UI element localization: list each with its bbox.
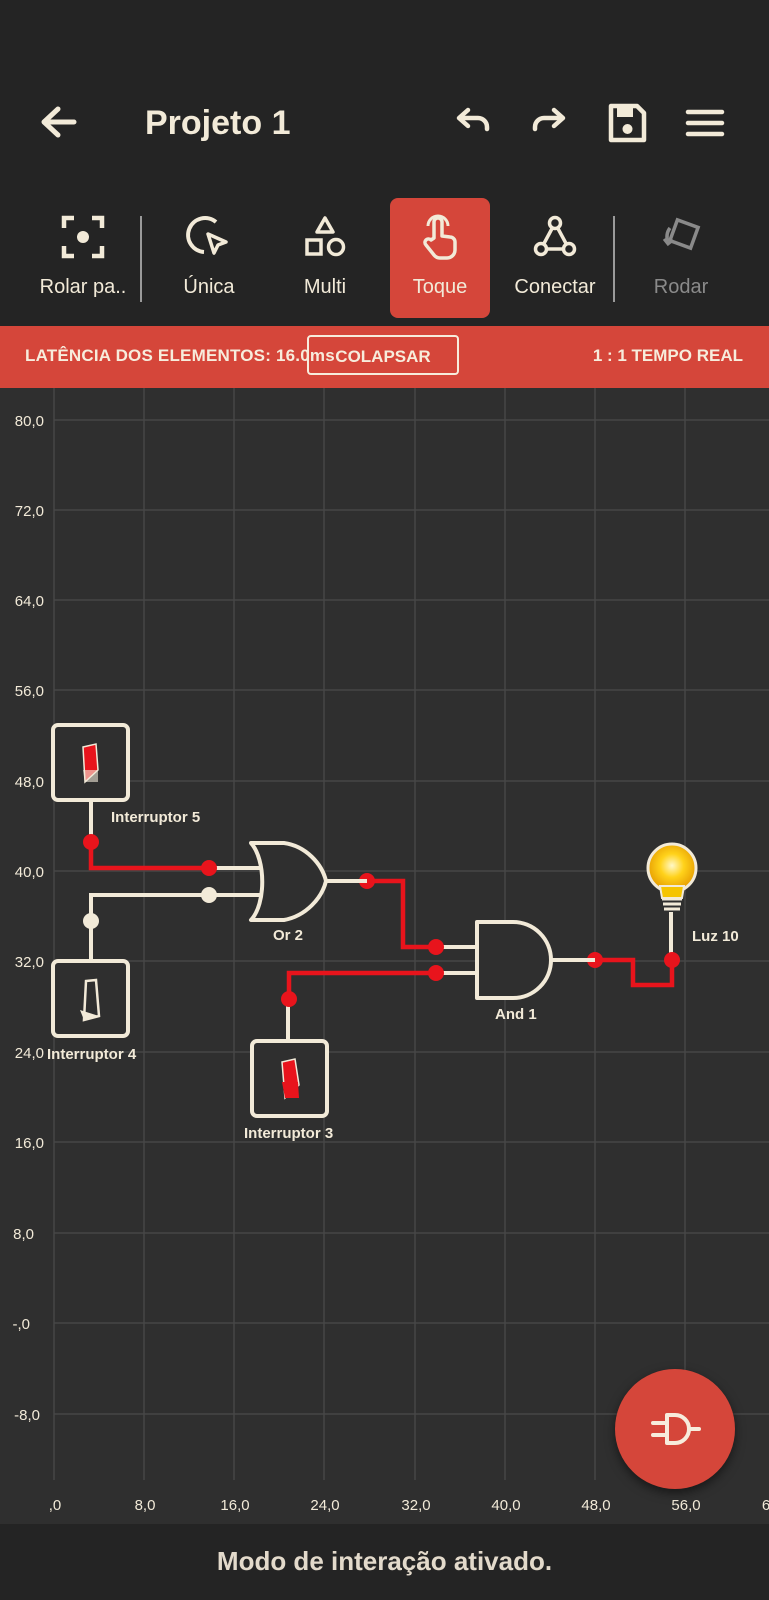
wire — [286, 970, 436, 997]
x-label: 32,0 — [401, 1497, 430, 1514]
tool-label: Conectar — [514, 276, 596, 298]
rotate-icon — [662, 217, 701, 251]
y-label: 64,0 — [15, 593, 44, 610]
or-gate-2[interactable]: Or 2 — [249, 841, 367, 944]
x-label: 6 — [762, 1497, 769, 1514]
y-label: 8,0 — [13, 1226, 34, 1243]
shapes-icon — [305, 216, 346, 257]
x-label: 56,0 — [671, 1497, 700, 1514]
y-label: -,0 — [12, 1316, 30, 1333]
tool-connect[interactable]: Conectar — [506, 198, 604, 318]
simulation-status-bar: LATÊNCIA DOS ELEMENTOS: 16.0ms COLAPSAR … — [0, 326, 769, 388]
component-label: Interruptor 5 — [111, 809, 200, 826]
collapse-button[interactable]: COLAPSAR — [307, 335, 459, 375]
page-title: Projeto 1 — [145, 104, 291, 142]
wire — [89, 893, 260, 921]
undo-button[interactable] — [448, 98, 498, 148]
tool-label: Multi — [303, 276, 347, 298]
component-label: Or 2 — [273, 927, 303, 944]
realtime-speed[interactable]: 1 : 1 TEMPO REAL — [592, 346, 743, 365]
redo-icon — [532, 107, 566, 132]
arrow-left-icon — [41, 106, 77, 138]
y-label: 16,0 — [15, 1135, 44, 1152]
wire — [367, 878, 436, 950]
menu-button[interactable] — [680, 98, 730, 148]
x-axis-labels: ,0 8,0 16,0 24,0 32,0 40,0 48,0 56,0 6 — [49, 1497, 769, 1514]
tool-label: Rodar — [653, 276, 709, 298]
component-label: Interruptor 3 — [244, 1125, 333, 1142]
tool-multi-select[interactable]: Multi — [276, 198, 374, 318]
x-label: ,0 — [49, 1497, 62, 1514]
switch-5[interactable]: Interruptor 5 — [51, 723, 200, 826]
toolbar-divider — [613, 216, 615, 302]
y-label: 56,0 — [15, 683, 44, 700]
toolbar-divider — [140, 216, 142, 302]
tool-touch[interactable]: Toque — [390, 198, 490, 318]
y-label: -8,0 — [14, 1407, 40, 1424]
y-label: 80,0 — [15, 413, 44, 430]
grid-lines — [53, 388, 769, 1480]
y-label: 48,0 — [15, 774, 44, 791]
bottom-hint-bar: Modo de interação ativado. — [0, 1524, 769, 1600]
tool-scroll-to-fit[interactable]: Rolar pa.. — [34, 198, 132, 318]
redo-button[interactable] — [524, 98, 574, 148]
x-label: 24,0 — [310, 1497, 339, 1514]
latency-text: LATÊNCIA DOS ELEMENTOS: 16.0ms — [25, 346, 335, 365]
pointer-select-icon — [186, 216, 228, 255]
y-label: 32,0 — [15, 954, 44, 971]
connect-nodes-icon — [533, 215, 577, 257]
component-label: And 1 — [495, 1006, 537, 1023]
y-label: 24,0 — [15, 1045, 44, 1062]
wire — [88, 842, 209, 871]
undo-icon — [456, 107, 490, 132]
touch-hand-icon — [423, 214, 457, 260]
y-axis-labels: 80,0 72,0 64,0 56,0 48,0 40,0 32,0 24,0 … — [12, 413, 44, 1424]
tool-rotate[interactable]: Rodar — [632, 198, 730, 318]
switch-3[interactable]: Interruptor 3 — [244, 1039, 333, 1142]
wires-active[interactable] — [88, 842, 675, 997]
y-label: 40,0 — [15, 864, 44, 881]
save-icon — [608, 103, 647, 143]
circuit-canvas[interactable]: 80,0 72,0 64,0 56,0 48,0 40,0 32,0 24,0 … — [0, 388, 769, 1524]
wire-junctions — [83, 834, 680, 1007]
tool-label: Toque — [412, 276, 468, 298]
tool-single-select[interactable]: Única — [160, 198, 258, 318]
x-label: 8,0 — [135, 1497, 156, 1514]
focus-frame-icon — [61, 215, 105, 259]
light-10[interactable]: Luz 10 — [646, 842, 739, 945]
add-component-button[interactable] — [615, 1369, 735, 1489]
tool-label: Rolar pa.. — [39, 276, 127, 298]
x-label: 40,0 — [491, 1497, 520, 1514]
switch-4[interactable]: Interruptor 4 — [47, 959, 137, 1063]
wires-inactive[interactable] — [89, 800, 673, 1041]
back-button[interactable] — [34, 98, 84, 148]
plug-icon — [651, 1413, 701, 1445]
x-label: 16,0 — [220, 1497, 249, 1514]
mode-hint-text: Modo de interação ativado. — [216, 1546, 553, 1576]
component-label: Luz 10 — [692, 928, 739, 945]
and-gate-1[interactable]: And 1 — [475, 920, 595, 1023]
tool-label: Única — [183, 276, 235, 298]
x-label: 48,0 — [581, 1497, 610, 1514]
wire — [595, 957, 675, 988]
component-label: Interruptor 4 — [47, 1046, 137, 1063]
y-label: 72,0 — [15, 503, 44, 520]
app-bar: Projeto 1 Rolar pa.. — [0, 0, 769, 326]
save-button[interactable] — [602, 98, 652, 148]
menu-icon — [685, 109, 725, 137]
